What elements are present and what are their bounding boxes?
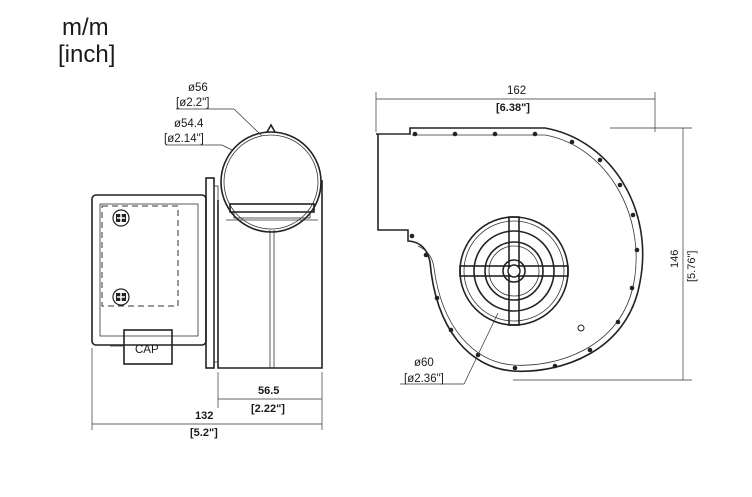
scroll-housing [376, 127, 644, 373]
screw-head-bottom [112, 288, 130, 306]
front-view [376, 127, 644, 373]
dim-outlet-outer-mm: ø56 [188, 82, 208, 94]
impeller-slat [229, 203, 315, 213]
dim-outlet-depth-mm: 56.5 [258, 385, 279, 397]
dim-overall-depth-mm: 132 [195, 410, 213, 422]
dim-overall-depth-in: [5.2"] [190, 427, 218, 439]
motor-body [91, 194, 207, 346]
unit-metric: m/m [62, 14, 109, 41]
outlet-circle [220, 131, 322, 233]
side-view: CAP [91, 123, 323, 369]
capacitor [123, 329, 173, 365]
dim-outlet-inner-mm: ø54.4 [174, 118, 204, 130]
dimension-height: 146 [5.76"] [513, 127, 698, 381]
dim-height-in: [5.76"] [686, 251, 698, 282]
unit-imperial: [inch] [58, 41, 115, 68]
dimension-width: 162 [6.38"] [375, 85, 656, 132]
dim-outlet-depth-in: [2.22"] [251, 403, 285, 415]
mounting-flange [205, 177, 215, 369]
capacitor-label: CAP [135, 344, 159, 356]
dim-inlet-mm: ø60 [414, 357, 434, 369]
dim-width-in: [6.38"] [496, 102, 530, 114]
screw-head-top [112, 209, 130, 227]
flange-bolt-holes [409, 131, 640, 371]
dim-outlet-outer-in: [ø2.2"] [176, 97, 209, 109]
dimension-outlet-diameter: ø56 [ø2.2"] ø54.4 [ø2.14"] [164, 82, 263, 151]
motor-inner-outline [101, 205, 179, 307]
dim-outlet-inner-in: [ø2.14"] [164, 133, 204, 145]
dimension-overall-depth: 132 [5.2"] [91, 348, 323, 439]
dim-width-mm: 162 [507, 85, 526, 97]
dimension-outlet-depth: 56.5 [2.22"] [217, 372, 323, 415]
dim-height-mm: 146 [669, 250, 681, 268]
dimension-inlet-diameter: ø60 [ø2.36"] [400, 312, 499, 385]
inlet-grille [459, 216, 569, 326]
dim-inlet-in: [ø2.36"] [404, 373, 444, 385]
